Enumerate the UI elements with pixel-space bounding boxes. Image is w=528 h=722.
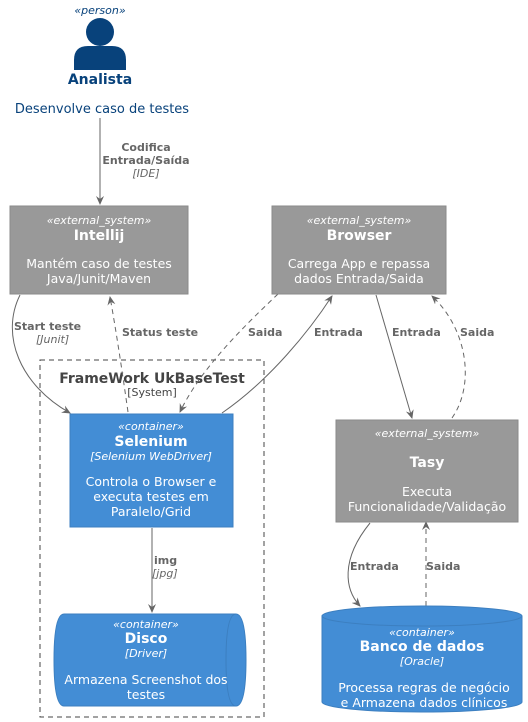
node-browser: «external_system» Browser Carrega App e …: [271, 205, 447, 295]
selenium-tech: [Selenium WebDriver]: [90, 450, 212, 463]
tasy-desc-line2: Funcionalidade/Validação: [348, 499, 506, 514]
edge-tasy-banco: Entrada: [347, 522, 399, 607]
framework-name: FrameWork UkBaseTest: [59, 371, 245, 387]
edge-selenium-disco: img [jpg]: [148, 528, 178, 613]
edge-label-saida-3: Saida: [426, 560, 460, 573]
intellij-stereotype: «external_system»: [47, 214, 152, 227]
edge-intellij-selenium: Start teste [Junit]: [11, 294, 81, 414]
tasy-desc-line1: Executa: [402, 484, 452, 499]
edge-label-codifica: Codifica: [121, 141, 170, 154]
node-banco-de-dados: «container» Banco de dados [Oracle] Proc…: [321, 605, 523, 713]
framework-boundary: FrameWork UkBaseTest [System]: [39, 359, 265, 718]
browser-stereotype: «external_system»: [307, 214, 412, 227]
edge-label-img: img: [154, 554, 177, 567]
edge-tech-jpg: [jpg]: [152, 567, 178, 580]
edge-browser-tasy: Entrada: [375, 294, 441, 419]
browser-desc-line2: dados Entrada/Saida: [294, 271, 424, 286]
edge-tech-junit: [Junit]: [36, 333, 69, 346]
banco-desc-line1: Processa regras de negócio: [338, 680, 510, 695]
banco-name: Banco de dados: [360, 639, 485, 655]
selenium-stereotype: «container»: [118, 420, 184, 433]
selenium-desc-line2: executa testes em: [93, 489, 209, 504]
selenium-desc-line3: Paralelo/Grid: [111, 504, 191, 519]
edge-tech-ide: [IDE]: [132, 167, 159, 180]
edge-banco-tasy: Saida: [422, 521, 460, 606]
disco-name: Disco: [125, 631, 168, 647]
disco-tech: [Driver]: [125, 647, 167, 660]
edge-label-start-teste: Start teste: [14, 320, 81, 333]
tasy-stereotype: «external_system»: [375, 427, 480, 440]
intellij-desc-line1: Mantém caso de testes: [26, 256, 172, 271]
person-stereotype: «person»: [74, 4, 125, 17]
banco-desc-line2: e Armazena dados clínicos: [341, 695, 508, 710]
selenium-desc-line1: Controla o Browser e: [86, 474, 217, 489]
node-tasy: «external_system» Tasy Executa Funcional…: [335, 419, 519, 523]
person-name: Analista: [68, 72, 132, 88]
edge-label-entrada-3: Entrada: [350, 560, 399, 573]
edge-label-entrada-2: Entrada: [392, 326, 441, 339]
edge-analista-intellij: Codifica Entrada/Saída [IDE]: [96, 118, 190, 205]
edge-selenium-browser: Entrada: [221, 295, 363, 414]
person-description: Desenvolve caso de testes: [15, 102, 189, 117]
browser-desc-line1: Carrega App e repassa: [288, 256, 430, 271]
person-analista: «person» Analista Desenvolve caso de tes…: [15, 4, 189, 117]
edge-selenium-intellij: Status teste: [107, 296, 198, 413]
intellij-name: Intellij: [74, 228, 125, 244]
edge-tasy-browser: Saida: [431, 295, 494, 419]
node-disco: «container» Disco [Driver] Armazena Scre…: [53, 613, 247, 707]
framework-type: [System]: [127, 386, 177, 399]
disco-desc-line2: testes: [127, 687, 165, 702]
tasy-name: Tasy: [410, 455, 445, 471]
selenium-name: Selenium: [114, 434, 187, 450]
edge-browser-selenium: Saida: [179, 293, 282, 413]
person-icon: [74, 18, 126, 70]
browser-name: Browser: [327, 228, 392, 244]
disco-stereotype: «container»: [113, 618, 179, 631]
intellij-desc-line2: Java/Junit/Maven: [46, 271, 151, 286]
edge-label-entrada-1: Entrada: [314, 326, 363, 339]
edge-label-saida-1: Saida: [248, 326, 282, 339]
edge-label-entrada-saida: Entrada/Saída: [102, 154, 189, 167]
edge-label-status-teste: Status teste: [122, 326, 198, 339]
disco-desc-line1: Armazena Screenshot dos: [64, 672, 227, 687]
edge-label-saida-2: Saida: [460, 326, 494, 339]
banco-stereotype: «container»: [389, 626, 455, 639]
banco-tech: [Oracle]: [400, 655, 444, 668]
node-intellij: «external_system» Intellij Mantém caso d…: [9, 205, 189, 295]
node-selenium: «container» Selenium [Selenium WebDriver…: [69, 413, 234, 528]
